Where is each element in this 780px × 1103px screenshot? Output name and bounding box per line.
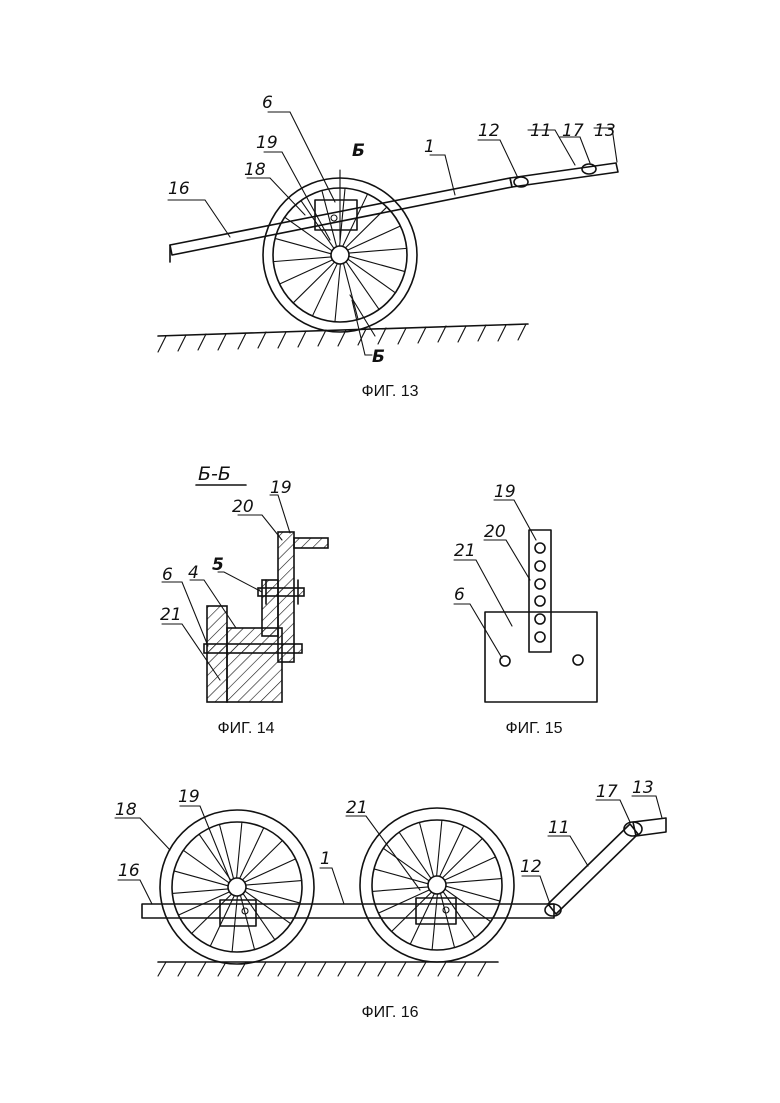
label-6: 6 <box>454 585 465 605</box>
label-13: 13 <box>632 778 654 798</box>
caption-fig15: ФИГ. 15 <box>505 720 562 737</box>
wheel-spoke <box>446 886 500 901</box>
wheel-spoke <box>349 248 407 253</box>
label-12: 12 <box>478 121 500 141</box>
bolt-upper <box>258 588 304 596</box>
ground-13 <box>158 324 528 352</box>
label-11: 11 <box>530 121 552 141</box>
label-13: 13 <box>594 121 616 141</box>
label-5: 5 <box>212 555 224 575</box>
wheel-spoke <box>346 262 379 310</box>
caption-fig16: ФИГ. 16 <box>361 1004 418 1021</box>
label-18: 18 <box>115 800 137 820</box>
part-4-block <box>227 628 282 702</box>
wheel-spoke <box>246 888 300 903</box>
label-17: 17 <box>562 121 584 141</box>
label-16: 16 <box>118 861 140 881</box>
part-19-strip <box>529 530 551 652</box>
wheel-spoke <box>172 889 228 893</box>
label-17: 17 <box>596 782 618 802</box>
wheel-spoke <box>348 259 395 293</box>
wheel-spoke <box>285 217 332 251</box>
wheel-spoke <box>445 889 491 922</box>
figure-13: 16 18 19 6 Б 1 12 11 17 13 Б ФИГ. 13 <box>158 93 618 400</box>
label-20: 20 <box>484 522 506 542</box>
label-21: 21 <box>160 605 182 625</box>
wheel-16-right <box>360 808 514 962</box>
wheel-spoke <box>174 871 228 886</box>
wheel-spoke <box>237 822 242 878</box>
wheel-spoke <box>183 850 229 883</box>
wheel-spoke <box>335 264 340 322</box>
part-19-bar <box>294 538 328 548</box>
label-19: 19 <box>270 478 292 498</box>
label-16: 16 <box>168 179 190 199</box>
figure-14: Б-Б 20 19 5 4 6 21 ФИГ. 14 <box>160 463 328 737</box>
part-20-plate <box>278 532 294 662</box>
wheel-spoke <box>246 881 302 885</box>
bolt-lower <box>204 644 302 653</box>
figure-16: 18 19 16 1 21 12 11 17 13 ФИГ. 16 <box>115 778 666 1021</box>
wheel-spoke <box>432 894 437 950</box>
wheel-spoke <box>437 820 442 876</box>
wheel-spoke <box>419 822 433 876</box>
caption-fig13: ФИГ. 13 <box>361 383 418 400</box>
label-1: 1 <box>424 137 435 157</box>
wheel-spoke <box>349 256 405 271</box>
frame-bar-13 <box>170 163 618 262</box>
ground-16 <box>158 962 498 976</box>
wheel-spoke <box>446 879 502 883</box>
label-20: 20 <box>232 497 254 517</box>
label-4: 4 <box>188 563 199 583</box>
label-12: 12 <box>520 857 542 877</box>
label-section-b-top: Б <box>352 141 365 161</box>
wheel-spoke <box>374 869 428 884</box>
wheel-spoke <box>440 893 454 947</box>
wheel-spoke <box>275 238 331 253</box>
wheel-spoke <box>343 263 358 319</box>
plate-hole-right <box>573 655 583 665</box>
label-19: 19 <box>256 133 278 153</box>
wheel-spoke <box>383 848 429 881</box>
leaders-16 <box>115 796 662 904</box>
wheel-16-left <box>160 810 314 964</box>
leaders-13 <box>168 112 617 355</box>
caption-fig14: ФИГ. 14 <box>217 720 274 737</box>
part-21-left <box>207 606 227 702</box>
label-1: 1 <box>320 849 331 869</box>
label-19: 19 <box>178 787 200 807</box>
section-title: Б-Б <box>198 463 231 485</box>
strip-holes <box>535 543 545 642</box>
wheel-spoke <box>273 257 331 262</box>
label-21: 21 <box>346 798 368 818</box>
figure-15: 19 20 21 6 ФИГ. 15 <box>454 482 597 737</box>
label-section-b-bottom: Б <box>372 347 385 367</box>
label-21: 21 <box>454 541 476 561</box>
label-11: 11 <box>548 818 570 838</box>
wheel-spoke <box>301 201 334 249</box>
label-6: 6 <box>262 93 273 113</box>
label-6: 6 <box>162 565 173 585</box>
label-19: 19 <box>494 482 516 502</box>
label-18: 18 <box>244 160 266 180</box>
